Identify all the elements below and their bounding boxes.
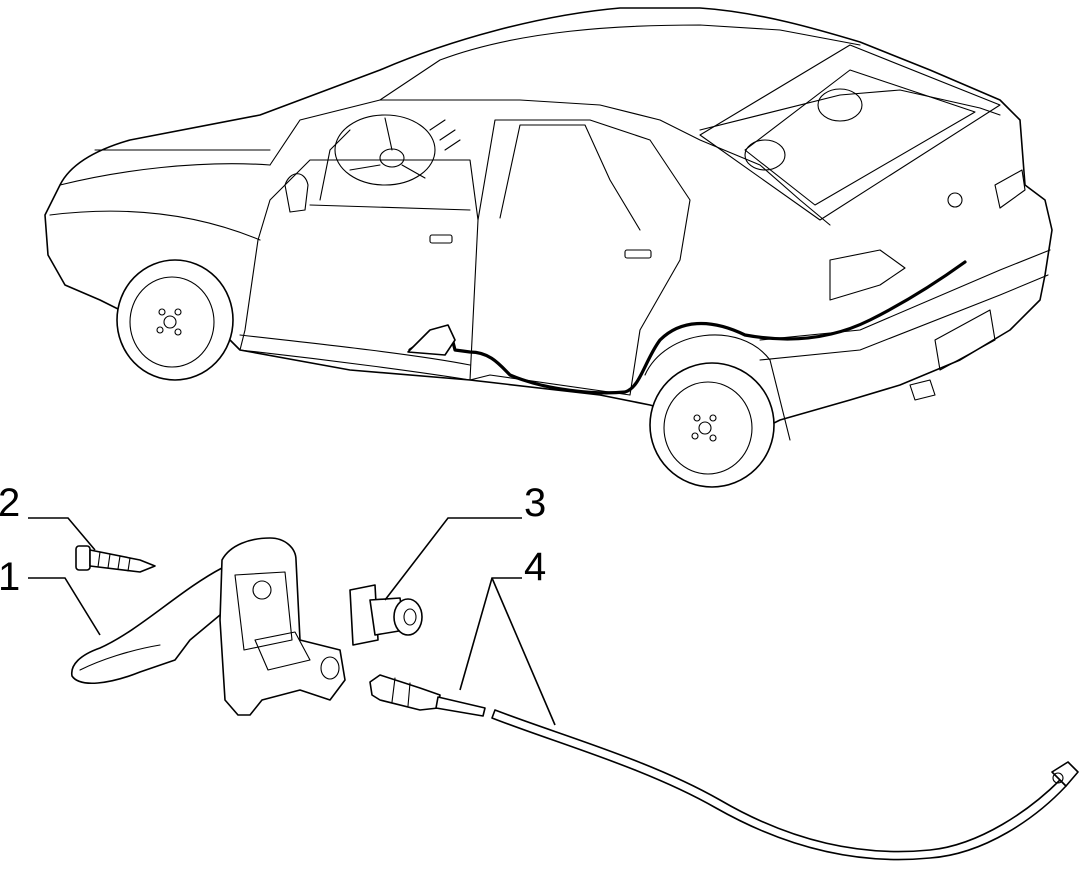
callout-labels: 1 2 3 4 [0, 481, 546, 599]
screw-part-2 [75, 545, 156, 573]
fuel-flap-release-lever-on-car [407, 324, 456, 356]
leader-lines [28, 517, 556, 726]
callout-4: 4 [524, 545, 546, 589]
leader-line-2 [28, 517, 96, 551]
release-cable-routing [408, 260, 967, 395]
front-wheel [116, 259, 234, 381]
callout-3: 3 [524, 481, 546, 525]
leader-line-4b [491, 577, 556, 726]
clip-part-3 [349, 584, 423, 646]
cable-part-4 [369, 674, 1079, 861]
leader-line-3 [384, 517, 522, 601]
release-lever-part-1 [71, 537, 346, 716]
callout-2: 2 [0, 481, 20, 525]
leader-line-4 [459, 577, 522, 691]
car-illustration [44, 7, 1053, 488]
leader-line-1 [28, 577, 101, 636]
callout-1: 1 [0, 555, 20, 599]
rear-wheel [644, 334, 791, 488]
